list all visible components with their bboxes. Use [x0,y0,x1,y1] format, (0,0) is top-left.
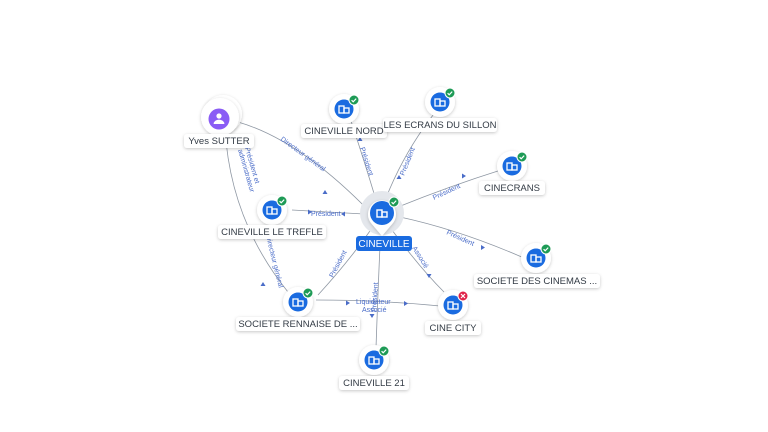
building-icon [368,356,380,365]
edge-label: Président [399,147,417,177]
check-icon [543,247,549,252]
arrow-icon [341,211,345,217]
node-cineville-nord[interactable]: CINEVILLE NORD [301,94,387,138]
building-icon [266,206,278,215]
node-yves-sutter[interactable]: Yves SUTTER [184,95,254,148]
node-les-ecrans-du-sillon[interactable]: LES ECRANS DU SILLON [383,87,497,132]
edge-label: Président [329,249,349,278]
building-icon [506,162,518,171]
edge-label: Président [432,183,462,202]
edge-label: Président [311,211,341,218]
edge-rennaise-cineville[interactable] [317,227,373,296]
edge-cinemas-cineville[interactable] [399,216,525,259]
node-cinecrans[interactable]: CINECRANS [479,151,545,195]
node-societe-rennaise[interactable]: SOCIETE RENNAISE DE ... [236,287,360,331]
arrow-icon [396,175,402,179]
edge-label: Président [358,146,374,176]
check-icon [305,291,311,296]
edge-trefle-cineville[interactable] [291,209,365,215]
arrow-icon [369,314,375,318]
node-cineville-center[interactable]: CINEVILLE [356,191,412,251]
check-icon [447,91,453,96]
building-icon [292,298,304,307]
check-icon [279,199,285,204]
edge-label: Liquidateur [356,299,391,306]
arrow-icon [322,190,328,194]
arrow-icon [404,301,408,306]
edge-rennaise-cinecity[interactable] [315,299,441,307]
node-label: Yves SUTTER [188,136,249,147]
edge-arrows [260,137,485,318]
arrow-icon [481,245,485,250]
edge-yves-cineville[interactable] [237,121,371,213]
building-icon [376,209,388,218]
edge-cinecrans-cineville[interactable] [397,169,502,208]
arrow-icon [308,209,312,215]
close-icon [460,293,466,299]
edge-label: Président [445,229,475,247]
node-label: SOCIETE DES CINEMAS ... [477,276,597,287]
node-label: CINEVILLE NORD [304,126,383,137]
edge-label: Président [371,282,380,312]
arrow-icon [426,274,432,278]
arrow-icon [462,173,466,179]
check-icon [381,349,387,354]
building-icon [338,105,350,114]
node-cine-city[interactable]: CINE CITY [425,290,481,335]
building-icon [434,98,446,107]
arrow-icon [357,137,363,141]
building-icon [447,301,459,310]
edge-labels: Directeur général Président Président Pr… [236,136,475,314]
edge-yves-rennaise[interactable] [224,127,289,293]
arrow-icon [260,282,266,286]
node-label: CINEVILLE LE TREFLE [221,227,323,238]
node-label: CINE CITY [430,323,478,334]
edge-label: Directeur général [279,136,327,173]
check-icon [519,155,525,160]
edge-c21-cineville[interactable] [375,245,381,349]
person-icon [213,113,225,124]
node-label: CINECRANS [484,183,540,194]
check-icon [391,200,397,205]
node-cineville-le-trefle[interactable]: CINEVILLE LE TREFLE [218,195,326,239]
node-label: CINEVILLE 21 [343,378,405,389]
center-node-label: CINEVILLE [358,239,409,250]
arrow-icon [346,300,350,306]
node-label: SOCIETE RENNAISE DE ... [238,319,357,330]
node-label: LES ECRANS DU SILLON [384,120,497,131]
node-cineville-21[interactable]: CINEVILLE 21 [339,345,409,390]
check-icon [351,98,357,103]
building-icon [530,254,542,263]
node-societe-des-cinemas[interactable]: SOCIETE DES CINEMAS ... [474,243,600,288]
edge-label: Associé [362,307,387,314]
